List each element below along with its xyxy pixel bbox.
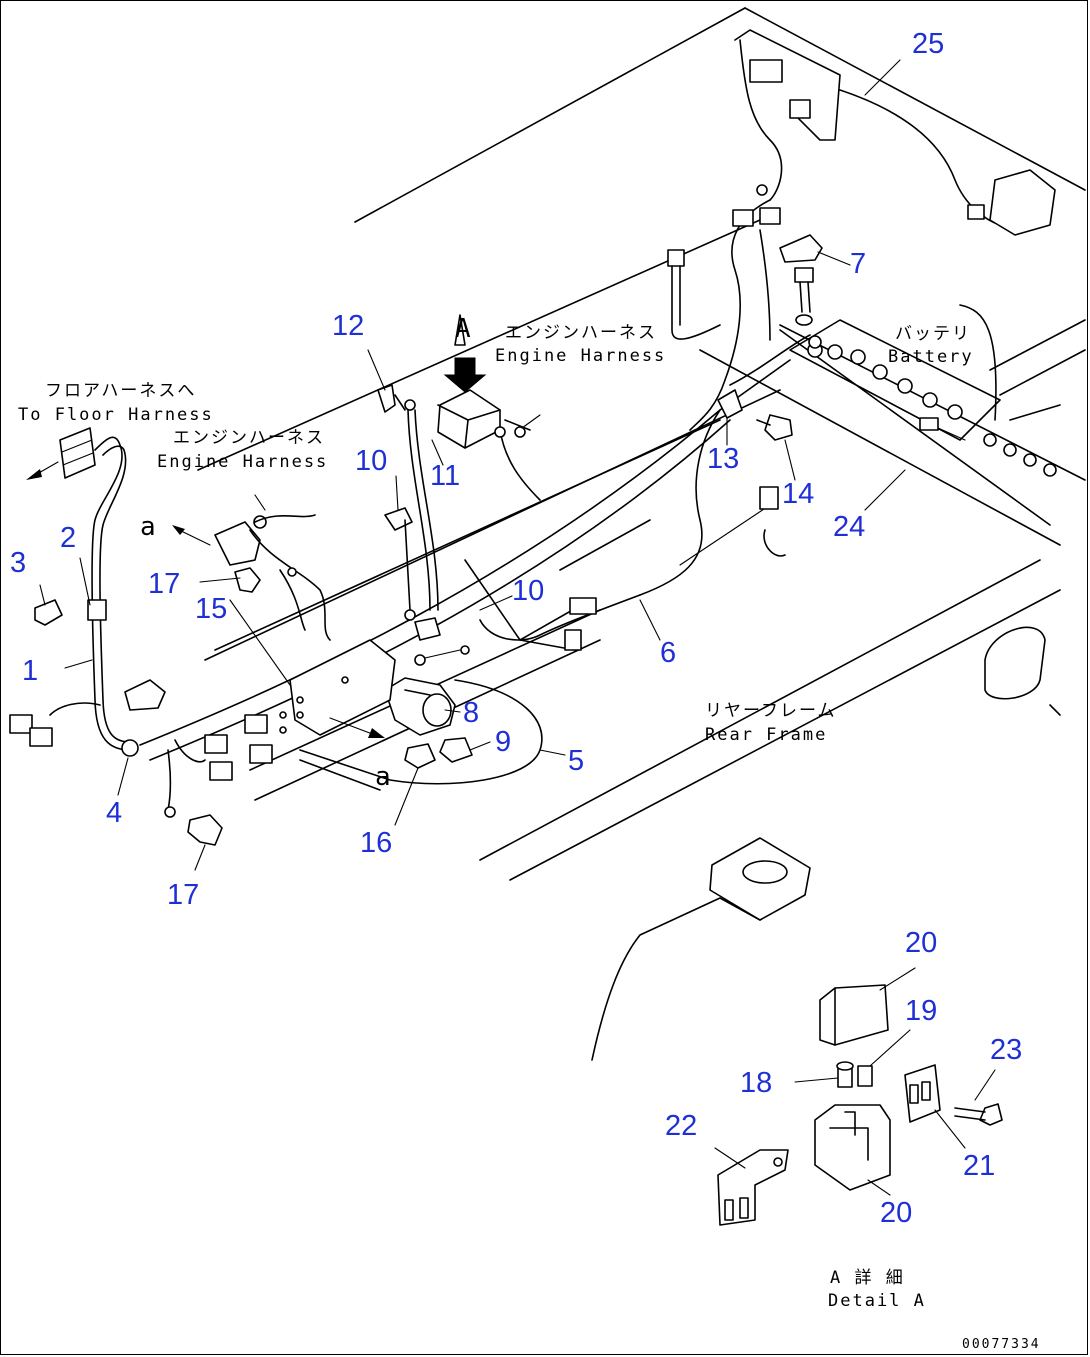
note-floor-en: To Floor Harness <box>18 405 214 425</box>
callout-21: 21 <box>963 1150 995 1182</box>
callout-16: 16 <box>360 827 392 859</box>
callout-5: 5 <box>568 745 584 777</box>
callout-25: 25 <box>912 28 944 60</box>
clip-7 <box>779 234 823 326</box>
callout-labels: 25 7 12 10 11 13 14 24 2 3 17 15 10 6 1 … <box>10 28 1022 1229</box>
callout-15: 15 <box>195 593 227 625</box>
connectors-left-bottom <box>164 711 287 846</box>
note-engine2-jp: エンジンハーネス <box>505 323 657 343</box>
harness-25 <box>689 29 1056 431</box>
callout-13: 13 <box>707 443 739 475</box>
callout-1: 1 <box>22 655 38 687</box>
callout-3: 3 <box>10 547 26 579</box>
drawing-id: 00077334 <box>962 1337 1041 1352</box>
note-detail-jp: A 詳 細 <box>830 1268 905 1288</box>
cable-11 <box>377 384 439 611</box>
callout-14: 14 <box>782 478 814 510</box>
callout-19: 19 <box>905 995 937 1027</box>
callout-20-upper: 20 <box>905 927 937 959</box>
callout-2: 2 <box>60 522 76 554</box>
callout-4: 4 <box>106 797 122 829</box>
callout-22: 22 <box>665 1110 697 1142</box>
note-battery-jp: バッテリ <box>895 324 971 344</box>
note-floor-jp: フロアハーネスへ <box>45 381 196 401</box>
callout-10-upper: 10 <box>355 445 387 477</box>
harness-upper-left <box>172 494 331 641</box>
callout-9: 9 <box>495 726 511 758</box>
note-battery-en: Battery <box>888 347 974 367</box>
callout-11: 11 <box>430 460 460 492</box>
bolt-14 <box>756 414 793 441</box>
callout-17-upper: 17 <box>148 568 180 600</box>
clamp-13 <box>717 334 822 419</box>
callout-17-lower: 17 <box>167 879 199 911</box>
relay-view-a <box>437 314 541 501</box>
view-a-mark: A <box>455 314 471 344</box>
callout-24: 24 <box>833 511 865 543</box>
callout-10-lower: 10 <box>512 575 544 607</box>
note-rear-jp: リヤーフレーム <box>705 701 836 721</box>
callout-20-lower: 20 <box>880 1197 912 1229</box>
callout-18: 18 <box>740 1067 772 1099</box>
harness-left <box>9 427 166 757</box>
detail-a <box>717 984 1003 1226</box>
note-engine1-jp: エンジンハーネス <box>173 428 325 448</box>
callout-12: 12 <box>332 310 364 342</box>
callout-7: 7 <box>850 248 866 280</box>
callout-6: 6 <box>660 637 676 669</box>
rod-top <box>667 249 721 340</box>
note-engine1-en: Engine Harness <box>157 452 328 472</box>
callout-8: 8 <box>463 697 479 729</box>
marker-a-lower: a <box>375 762 391 792</box>
switch-8 <box>299 645 543 791</box>
annotation-notes: フロアハーネスへ To Floor Harness エンジンハーネス Engin… <box>18 314 1041 1352</box>
note-detail-en: Detail A <box>828 1291 926 1311</box>
note-rear-en: Rear Frame <box>705 725 827 745</box>
leader-lines <box>39 59 996 1196</box>
rear-frame-outline <box>197 7 1086 1061</box>
note-engine2-en: Engine Harness <box>495 346 666 366</box>
callout-23: 23 <box>990 1034 1022 1066</box>
post-10 <box>384 507 441 641</box>
marker-a-upper: a <box>140 512 156 542</box>
bracket-15 <box>289 639 396 738</box>
